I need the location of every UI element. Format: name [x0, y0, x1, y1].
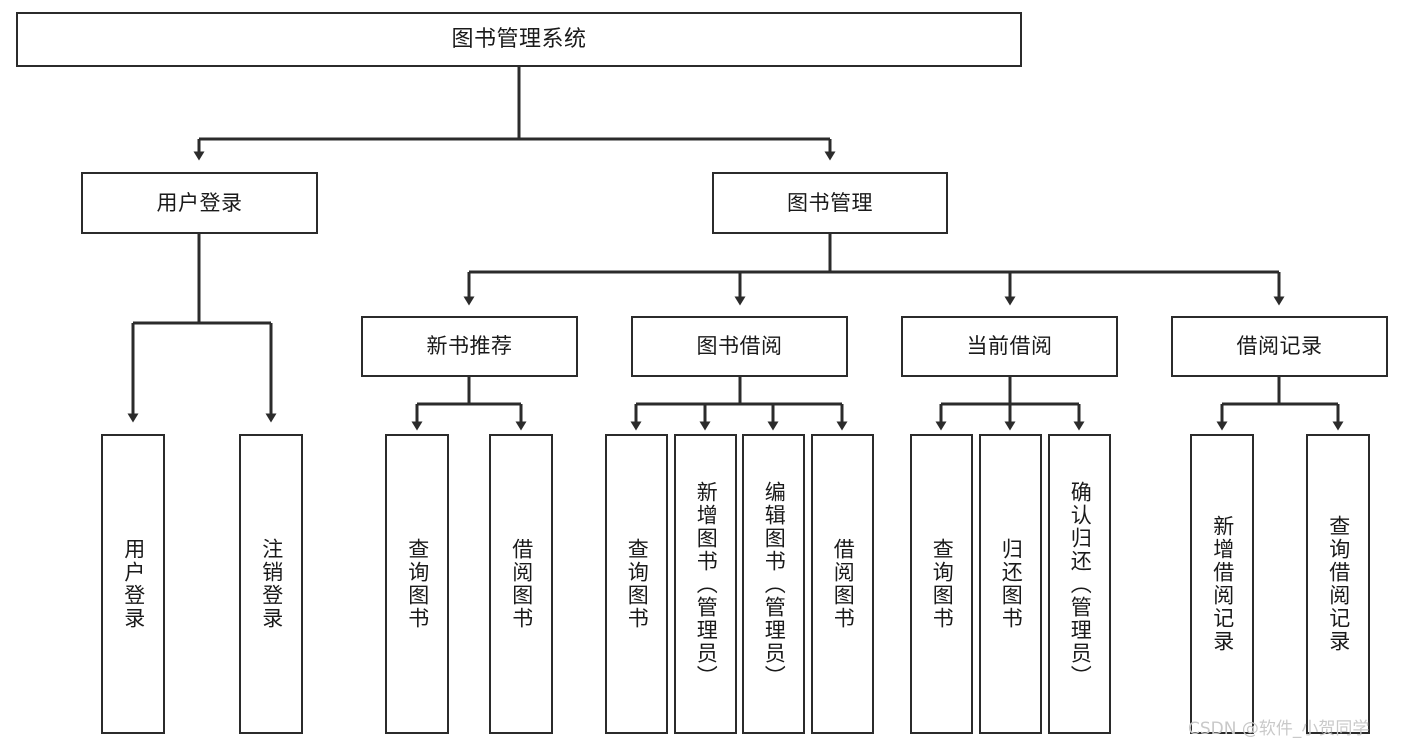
- node-label: 编辑图书（管理员）: [762, 480, 787, 688]
- node-leaf-query-book-current[interactable]: 查询图书: [910, 434, 973, 734]
- node-label: 用户登录: [121, 538, 146, 630]
- node-label: 图书管理系统: [451, 26, 587, 52]
- node-label: 查询图书: [405, 538, 430, 630]
- node-leaf-edit-book[interactable]: 编辑图书（管理员）: [742, 434, 805, 734]
- node-label: 图书管理: [787, 190, 873, 215]
- node-borrow-record[interactable]: 借阅记录: [1171, 316, 1388, 377]
- node-leaf-query-book-borrow[interactable]: 查询图书: [605, 434, 668, 734]
- node-new-book-recommend[interactable]: 新书推荐: [361, 316, 578, 377]
- node-label: 注销登录: [259, 538, 284, 630]
- node-label: 当前借阅: [966, 334, 1053, 359]
- node-leaf-return-book[interactable]: 归还图书: [979, 434, 1042, 734]
- node-label: 图书借阅: [696, 334, 783, 359]
- node-label: 借阅图书: [509, 538, 534, 630]
- node-leaf-query-borrow-record[interactable]: 查询借阅记录: [1306, 434, 1370, 734]
- node-leaf-confirm-return[interactable]: 确认归还（管理员）: [1048, 434, 1111, 734]
- node-label: 新增图书（管理员）: [694, 480, 719, 688]
- node-label: 查询图书: [625, 538, 650, 630]
- node-leaf-user-login[interactable]: 用户登录: [101, 434, 165, 734]
- node-book-borrow[interactable]: 图书借阅: [631, 316, 848, 377]
- node-label: 新书推荐: [426, 334, 513, 359]
- node-user-login[interactable]: 用户登录: [81, 172, 318, 234]
- node-label: 新增借阅记录: [1210, 515, 1235, 653]
- node-leaf-borrow-book[interactable]: 借阅图书: [811, 434, 874, 734]
- node-label: 借阅记录: [1236, 334, 1323, 359]
- node-leaf-borrow-book-recommend[interactable]: 借阅图书: [489, 434, 553, 734]
- node-leaf-add-book[interactable]: 新增图书（管理员）: [674, 434, 737, 734]
- node-label: 确认归还（管理员）: [1068, 480, 1093, 688]
- node-label: 借阅图书: [831, 538, 856, 630]
- node-book-management-system[interactable]: 图书管理系统: [16, 12, 1022, 67]
- node-current-borrow[interactable]: 当前借阅: [901, 316, 1118, 377]
- node-book-management[interactable]: 图书管理: [712, 172, 948, 234]
- node-label: 用户登录: [156, 190, 243, 215]
- node-leaf-add-borrow-record[interactable]: 新增借阅记录: [1190, 434, 1254, 734]
- node-label: 查询借阅记录: [1326, 515, 1351, 653]
- node-leaf-query-book-recommend[interactable]: 查询图书: [385, 434, 449, 734]
- node-label: 查询图书: [930, 538, 955, 630]
- node-leaf-user-logout[interactable]: 注销登录: [239, 434, 303, 734]
- node-label: 归还图书: [999, 538, 1024, 630]
